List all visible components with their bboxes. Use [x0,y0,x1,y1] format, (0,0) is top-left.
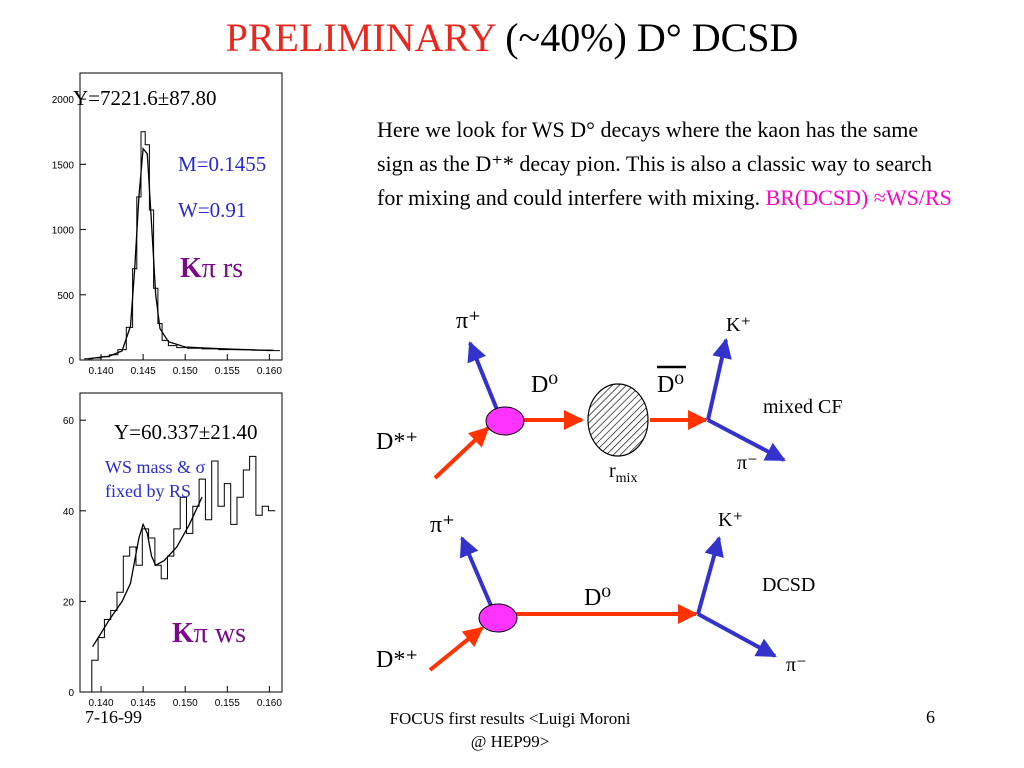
top-pi-plus-label: π⁺ [456,308,481,334]
rs-plot: 0 500 1000 1500 2000 0.140 0.145 0.150 0.155 0.16… [52,72,283,377]
rs-ytick-label: 500 [57,291,74,302]
top-d0-label: D⁰ [531,372,558,398]
rs-label-pi: π [201,253,216,284]
top-vertex [485,406,525,436]
ws-xtick-label: 0.160 [257,698,282,709]
ws-note-line1: WS mass & σ [105,457,206,477]
ws-label-suffix: ws [207,618,247,649]
footer-center-line1: FOCUS first results <Luigi Moroni [389,709,631,728]
ws-label: Kπ ws [172,618,246,650]
ws-note-line2: fixed by RS [105,481,192,501]
ws-xtick-label: 0.140 [89,698,114,709]
mixing-blob [587,383,649,457]
rs-mass: M=0.1455 [178,152,267,176]
rs-ytick-label: 2000 [52,95,75,106]
top-d0bar-label: D⁰ [657,372,684,398]
description: Here we look for WS D° decays where the … [377,113,957,215]
bottom-vertex [478,603,518,633]
bottom-pi-minus-arrow [697,612,777,658]
top-mixed-label: mixed CF [763,396,843,418]
rs-plot-frame [79,72,283,361]
ws-fit-curve [92,496,203,648]
rs-xtick-label: 0.150 [173,366,198,377]
bottom-pi-plus-label: π⁺ [430,512,455,538]
rs-label-suffix: rs [215,253,244,284]
bottom-dstar-label: D*⁺ [376,647,418,673]
rs-xtick-label: 0.145 [131,366,156,377]
description-text: Here we look for WS D° decays where the … [377,117,932,210]
rs-label-k: K [180,253,202,284]
rs-yield: Y=7221.6±87.80 [73,86,217,110]
ws-xtick-label: 0.150 [173,698,198,709]
ws-ytick-label: 40 [63,507,75,518]
ws-ytick-label: 60 [63,416,75,427]
rmix-label: rmix [609,460,637,487]
bottom-dcsd-label: DCSD [762,574,816,596]
ws-ytick-label: 0 [68,688,74,699]
title-rest: (~40%) D° DCSD [505,15,799,60]
bottom-pi-minus-label: π⁻ [786,654,807,676]
rmix-r: r [609,460,616,482]
ws-yield: Y=60.337±21.40 [114,420,258,444]
slide-title: PRELIMINARY (~40%) D° DCSD [0,14,1024,61]
footer-center-line2: @ HEP99> [470,732,550,751]
bottom-k-plus-label: K⁺ [718,509,743,531]
top-k-plus-label: K⁺ [726,314,751,336]
top-pi-minus-label: π⁻ [737,452,758,474]
ws-plot-frame [79,392,283,693]
ws-xtick-label: 0.145 [131,698,156,709]
top-pi-plus-arrow [467,341,502,418]
rmix-sub: mix [615,471,638,486]
rs-ytick-label: 1500 [52,160,75,171]
footer-page: 6 [926,707,935,727]
rs-ytick-label: 1000 [52,226,75,237]
rs-xtick-label: 0.140 [89,366,114,377]
footer-date: 7-16-99 [85,707,142,727]
title-preliminary: PRELIMINARY [225,15,496,60]
bottom-d0-label: D⁰ [584,585,611,611]
ws-plot: 0 20 40 60 0.140 0.145 0.150 0.155 0.160 [63,392,283,709]
ws-histogram-series [85,455,276,693]
rs-xtick-label: 0.160 [257,366,282,377]
description-highlight: BR(DCSD) ≈WS/RS [765,185,952,210]
ws-label-k: K [172,618,194,649]
rs-label: Kπ rs [180,253,243,285]
ws-xtick-label: 0.155 [215,698,240,709]
ws-label-pi: π [193,618,208,649]
rs-fit-curve [88,147,274,360]
bottom-dstar-arrow [428,626,484,672]
top-pi-minus-arrow [707,418,786,462]
bottom-pi-plus-arrow [459,536,494,609]
ws-note: WS mass & σ fixed by RS [105,455,205,503]
rs-width: W=0.91 [178,198,247,222]
footer-center: FOCUS first results <Luigi Moroni @ HEP99… [350,707,670,753]
top-dstar-label: D*⁺ [376,429,418,455]
bottom-k-plus-arrow [696,536,724,615]
ws-ytick-label: 20 [63,597,75,608]
top-dstar-arrow [433,426,490,480]
rs-ytick-label: 0 [68,356,74,367]
top-k-plus-arrow [706,338,732,421]
rs-xtick-label: 0.155 [215,366,240,377]
